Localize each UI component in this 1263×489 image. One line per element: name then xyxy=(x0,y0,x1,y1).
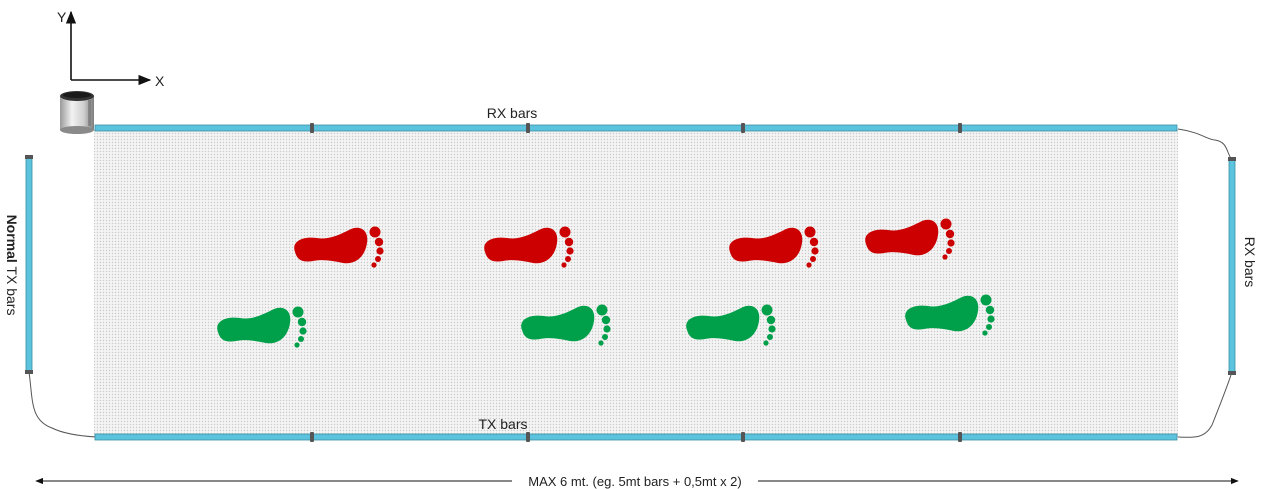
bar-joint xyxy=(741,123,745,133)
tx-bars-bottom xyxy=(94,432,1178,442)
tx-bars-left-label: Normal TX bars xyxy=(4,215,20,316)
rx-bar-top-2 xyxy=(312,124,528,132)
x-axis-label: X xyxy=(155,73,165,89)
bar-joint xyxy=(310,432,314,442)
rx-bar-right xyxy=(1228,157,1236,375)
bar-end-cap xyxy=(25,370,33,374)
rx-bars-top xyxy=(94,123,1178,133)
bar-joint xyxy=(958,123,962,133)
axis-indicator: Y X xyxy=(57,9,165,89)
rx-bars-right-label: RX bars xyxy=(1242,237,1258,288)
tx-bar-bottom-4 xyxy=(743,433,960,441)
dimension-indicator: MAX 6 mt. (eg. 5mt bars + 0,5mt x 2) xyxy=(35,474,1239,489)
right-top-cable xyxy=(1177,128,1233,161)
dimension-label: MAX 6 mt. (eg. 5mt bars + 0,5mt x 2) xyxy=(528,474,741,489)
left-cable xyxy=(28,371,97,438)
cylinder-controller-icon xyxy=(60,91,94,134)
bar-end-cap xyxy=(1228,371,1236,375)
bar-end-cap xyxy=(1228,157,1236,161)
tx-bar-bottom-2 xyxy=(312,433,528,441)
rx-bars-top-label: RX bars xyxy=(487,105,538,121)
tx-bar-bottom-5 xyxy=(960,433,1178,441)
tx-left-label-rest: TX bars xyxy=(4,263,20,316)
bar-joint xyxy=(526,432,530,442)
rx-bar-top-4 xyxy=(743,124,960,132)
tx-bar-bottom-3 xyxy=(528,433,743,441)
bar-joint xyxy=(310,123,314,133)
tx-bar-left-body xyxy=(25,156,33,373)
rx-bar-top-1 xyxy=(94,124,312,132)
bar-joint xyxy=(958,432,962,442)
tx-left-label-bold: Normal xyxy=(4,215,20,263)
right-bottom-cable xyxy=(1177,371,1233,438)
tx-bar-bottom-1 xyxy=(94,433,312,441)
y-axis-label: Y xyxy=(57,9,67,25)
tx-bars-bottom-label: TX bars xyxy=(478,416,527,432)
tx-bar-left xyxy=(25,155,33,374)
bar-joint xyxy=(741,432,745,442)
rx-bar-right-body xyxy=(1228,158,1236,374)
bar-joint xyxy=(526,123,530,133)
sensor-mat-area xyxy=(94,129,1178,437)
rx-bar-top-5 xyxy=(960,124,1178,132)
rx-bar-top-3 xyxy=(528,124,743,132)
bar-end-cap xyxy=(25,155,33,159)
